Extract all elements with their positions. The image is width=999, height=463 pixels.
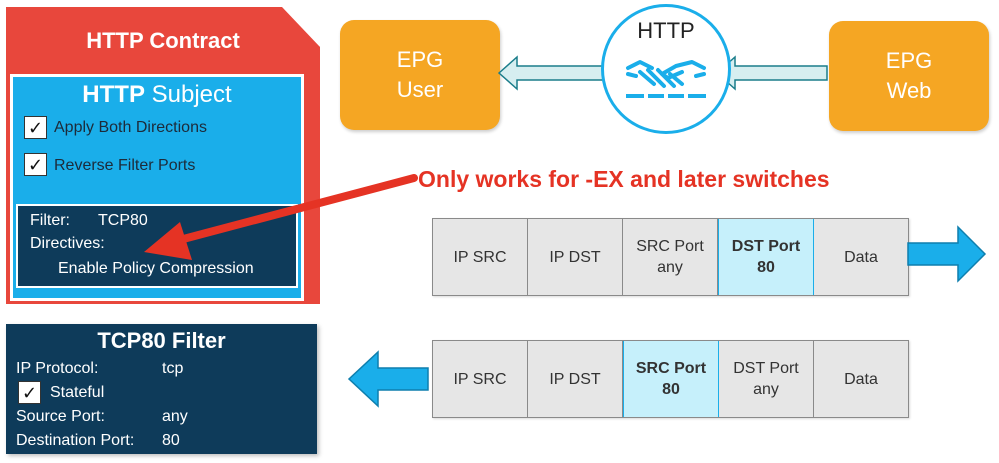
arrow-to-user-icon bbox=[497, 55, 608, 91]
packet-bottom-ip-src: IP SRC bbox=[433, 341, 528, 417]
packet-web-to-user: IP SRC IP DST SRC Port any DST Port 80 Dat… bbox=[432, 218, 909, 296]
cell-value: any bbox=[753, 381, 779, 398]
directive-value: Enable Policy Compression bbox=[58, 260, 254, 277]
packet-top-ip-src: IP SRC bbox=[433, 219, 528, 295]
arrow-from-web-icon bbox=[715, 55, 828, 91]
epg-web-line2: Web bbox=[886, 78, 932, 103]
reverse-filter-ports-checkbox[interactable]: ✓ bbox=[24, 153, 47, 176]
check-icon: ✓ bbox=[27, 154, 44, 175]
warning-arrow-icon bbox=[144, 174, 418, 260]
epg-web-line1: EPG bbox=[885, 48, 933, 73]
packet-top-data: Data bbox=[814, 219, 908, 295]
cell-label: IP DST bbox=[549, 370, 601, 388]
subject-title-rest: Subject bbox=[144, 81, 232, 108]
cell-value: 80 bbox=[662, 381, 680, 398]
filter-label: Filter: bbox=[30, 212, 70, 229]
contract-title: HTTP Contract bbox=[86, 28, 240, 53]
packet-top-dst-port: DST Port 80 bbox=[718, 219, 814, 295]
ex-switch-warning: Only works for -EX and later switches bbox=[418, 166, 830, 192]
stateful-label: Stateful bbox=[50, 384, 105, 401]
epg-user-box: EPG User bbox=[340, 20, 500, 130]
destination-port-label: Destination Port: bbox=[16, 432, 135, 449]
packet-bottom-dst-port: DST Port any bbox=[719, 341, 814, 417]
check-icon: ✓ bbox=[21, 382, 38, 403]
cell-label: IP DST bbox=[549, 248, 601, 266]
apply-both-directions-checkbox[interactable]: ✓ bbox=[24, 116, 47, 139]
check-icon: ✓ bbox=[27, 117, 44, 138]
cell-label: DST Port bbox=[731, 238, 801, 255]
arrow-left-icon bbox=[347, 350, 429, 408]
directives-label: Directives: bbox=[30, 235, 105, 252]
cell-label: IP SRC bbox=[453, 370, 507, 388]
tcp80-filter-panel bbox=[6, 324, 317, 454]
handshake-icon bbox=[626, 60, 706, 98]
epg-user-line2: User bbox=[396, 77, 444, 102]
subject-title: HTTP Subject bbox=[10, 81, 304, 109]
cell-value: 80 bbox=[757, 259, 775, 276]
cell-label: IP SRC bbox=[453, 248, 507, 266]
cell-label: Data bbox=[844, 248, 878, 266]
subject-title-bold: HTTP bbox=[82, 81, 145, 108]
packet-top-src-port: SRC Port any bbox=[623, 219, 718, 295]
http-circle bbox=[601, 4, 731, 134]
source-port-value: any bbox=[162, 408, 188, 425]
source-port-label: Source Port: bbox=[16, 408, 105, 425]
tcp-filter-title: TCP80 Filter bbox=[97, 328, 226, 353]
ip-protocol-label: IP Protocol: bbox=[16, 360, 99, 377]
packet-bottom-src-port: SRC Port 80 bbox=[623, 341, 719, 417]
filter-value: TCP80 bbox=[98, 212, 148, 229]
cell-value: any bbox=[657, 259, 683, 276]
cell-label: SRC Port bbox=[636, 238, 704, 255]
http-label: HTTP bbox=[637, 18, 695, 43]
arrow-right-icon bbox=[907, 225, 987, 283]
cell-label: SRC Port bbox=[635, 360, 707, 377]
cell-label: Data bbox=[844, 370, 878, 388]
destination-port-value: 80 bbox=[162, 432, 180, 449]
epg-user-line1: EPG bbox=[396, 47, 444, 72]
stateful-checkbox[interactable]: ✓ bbox=[18, 381, 41, 404]
packet-bottom-data: Data bbox=[814, 341, 908, 417]
packet-bottom-ip-dst: IP DST bbox=[528, 341, 623, 417]
epg-web-box: EPG Web bbox=[829, 21, 989, 131]
packet-top-ip-dst: IP DST bbox=[528, 219, 623, 295]
ip-protocol-value: tcp bbox=[162, 360, 184, 377]
apply-both-directions-label: Apply Both Directions bbox=[54, 119, 207, 136]
reverse-filter-ports-label: Reverse Filter Ports bbox=[54, 157, 196, 174]
packet-user-to-web: IP SRC IP DST SRC Port 80 DST Port any Dat… bbox=[432, 340, 909, 418]
cell-label: DST Port bbox=[733, 360, 799, 377]
